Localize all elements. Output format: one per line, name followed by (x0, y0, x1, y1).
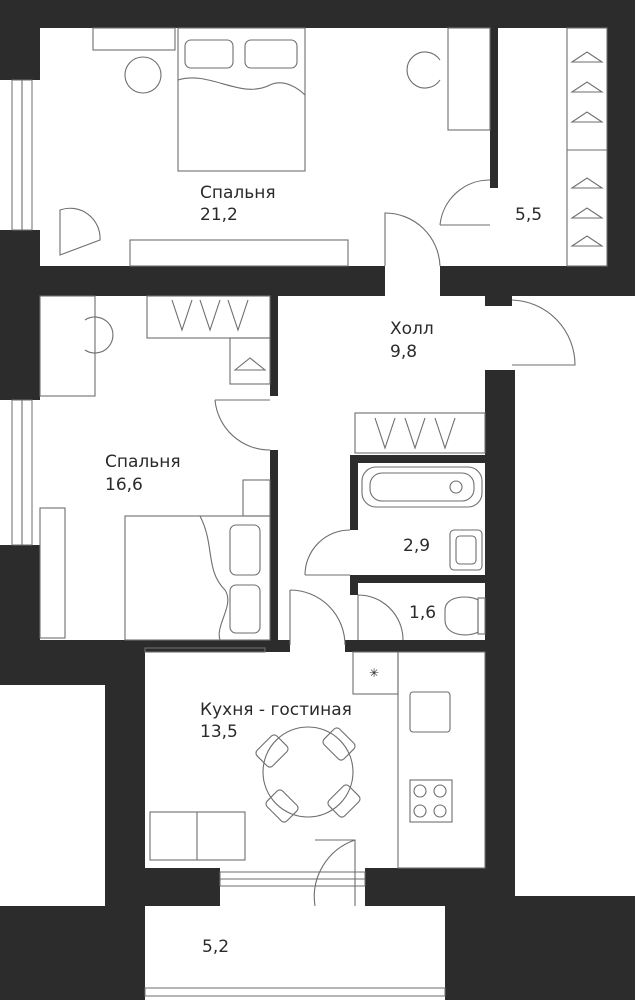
stove-icon (409, 779, 453, 823)
wall-bed2-bottom (40, 640, 290, 652)
doors (214, 179, 576, 907)
hall-furniture (354, 412, 486, 454)
chair-icon (84, 316, 114, 354)
toilet-icon (444, 596, 479, 636)
chair-icon (406, 51, 441, 89)
wall-bed2-r1 (270, 296, 278, 396)
room-area-balcony: 5,2 (202, 937, 229, 957)
bedroom-2-furniture (39, 295, 271, 641)
wall-left-2 (0, 230, 40, 400)
room-area-toilet: 1,6 (409, 603, 436, 623)
hall-closet-icon (354, 412, 486, 454)
door-wardrobe (439, 179, 491, 226)
room-labels: Спальня 21,2 5,5 Холл 9,8 Спальня 16,6 2… (105, 183, 542, 957)
nightstand-icon (242, 479, 271, 517)
tv-icon (144, 647, 266, 653)
pillow-icon (244, 39, 298, 69)
hanger-icon (374, 417, 456, 450)
chair-icon (124, 56, 162, 94)
wall-balcony-left (0, 906, 145, 1000)
wall-bath-top (350, 455, 485, 463)
room-area-bedroom-2: 16,6 (105, 475, 143, 495)
countertop-icon (397, 651, 486, 869)
room-name-hall: Холл (390, 319, 434, 339)
dresser-icon (39, 507, 66, 639)
double-bed-icon (124, 515, 271, 641)
wall-bath-left (350, 455, 358, 530)
room-area-kitchen-living: 13,5 (200, 722, 238, 742)
dining-table-icon (262, 726, 354, 818)
door-kitchen (289, 589, 346, 646)
wall-right-1 (607, 0, 635, 290)
wall-mid-2 (440, 266, 635, 296)
wall-mid-3 (485, 266, 512, 306)
wall-bed2-r2 (270, 450, 278, 645)
room-name-kitchen-living: Кухня - гостиная (200, 700, 352, 720)
chair-icon (265, 789, 299, 823)
door-balcony (313, 839, 356, 907)
hanger-icon (570, 51, 604, 247)
wall-wc-bottom (345, 640, 485, 652)
door-entrance (511, 299, 576, 366)
wardrobe-rack-icon (566, 27, 608, 267)
wall-bath-bottom (350, 575, 485, 583)
wall-top (0, 0, 635, 28)
tv-stand-icon (129, 239, 349, 267)
chair-icon (322, 727, 356, 761)
outside-area (515, 296, 635, 896)
room-area-hall: 9,8 (390, 342, 417, 362)
window-balcony (144, 987, 446, 997)
desk-icon (39, 295, 96, 397)
wall-mid-1 (0, 266, 385, 296)
wall-wc-left (350, 575, 358, 595)
kitchen-furniture: ✳ (144, 647, 486, 869)
sink-icon (409, 691, 451, 733)
closet-icon (229, 337, 271, 385)
windows (11, 79, 446, 997)
wall-left-1 (0, 0, 40, 80)
closet-icon (146, 295, 271, 339)
chair-icon (327, 784, 361, 818)
sink-icon (449, 529, 483, 571)
double-bed-icon (177, 27, 306, 172)
drain-icon (449, 480, 463, 494)
door-toilet (357, 594, 404, 641)
bedroom-1-furniture (59, 27, 608, 267)
room-name-bedroom-1: Спальня (200, 183, 276, 203)
door-bathroom (304, 529, 351, 576)
pillow-icon (229, 584, 261, 634)
chair-icon (255, 734, 289, 768)
pillow-icon (229, 524, 261, 576)
wall-kitchen-b1 (105, 868, 220, 906)
desk-icon (447, 27, 491, 131)
armchair-icon (59, 207, 101, 256)
bathroom-fixtures (361, 466, 486, 636)
pillow-icon (184, 39, 234, 69)
svg-text:✳: ✳ (369, 666, 379, 680)
hanger-icon (171, 299, 249, 332)
door-bedroom-2 (214, 399, 271, 451)
door-bedroom-1 (384, 212, 441, 267)
room-area-bathroom: 2,9 (403, 536, 430, 556)
room-area-wardrobe: 5,5 (515, 205, 542, 225)
room-area-bedroom-1: 21,2 (200, 205, 238, 225)
wall-balcony-right (445, 890, 635, 1000)
room-name-bedroom-2: Спальня (105, 452, 181, 472)
nightstand-icon (92, 27, 176, 51)
bathtub-icon (361, 466, 483, 508)
wall-wardrobe (490, 28, 498, 188)
